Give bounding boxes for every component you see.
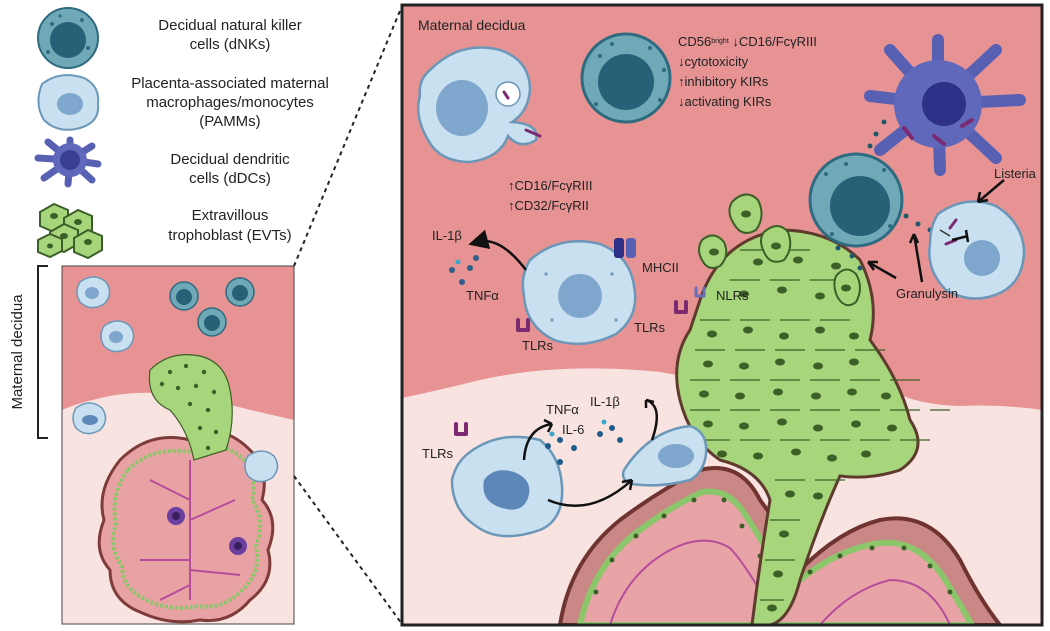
label-mhcii: MHCII <box>642 260 679 275</box>
label-tlrs-lower: TLRs <box>422 446 454 461</box>
legend-ddc-line1: Decidual dendritic <box>170 151 290 168</box>
arrows <box>468 179 1005 508</box>
pamm-legend-icon <box>37 74 100 131</box>
ddc-cell <box>864 34 1026 176</box>
legend-pamm-line3: (PAMMs) <box>199 113 260 130</box>
dnk-feature-cytotoxicity: ↓cytotoxicity <box>678 54 749 69</box>
dnk-cell-right <box>808 119 933 271</box>
legend-evt-line1: Extravillous <box>192 207 269 224</box>
evt-column-small <box>148 354 233 461</box>
panel-title: Maternal decidua <box>418 17 526 33</box>
label-il6: IL-6 <box>562 422 584 437</box>
dnk-feature-activating: ↓activating KIRs <box>678 94 772 109</box>
pamm-receptor-cd16: ↑CD16/FcγRIII <box>508 178 593 193</box>
label-il1b-upper: IL-1β <box>432 228 462 243</box>
dnk-legend-icon <box>37 7 99 69</box>
side-label: Maternal decidua <box>9 294 26 410</box>
overview-panel <box>61 265 295 625</box>
small-dnk-cells <box>169 277 255 337</box>
pamm-cell-phagocytic <box>417 46 542 164</box>
cytokine-dots <box>449 255 623 465</box>
dnk-feature-cd16: ↓CD16/FcγRIII <box>729 34 817 49</box>
svg-text:CD56bright ↓CD16/FcγRIII: CD56bright ↓CD16/FcγRIII <box>678 34 817 49</box>
dnk-cell-top <box>580 32 672 124</box>
legend-dnk-line2: cells (dNKs) <box>190 36 271 53</box>
dnk-feature-inhibitory: ↑inhibitory KIRs <box>678 74 769 89</box>
small-pamm-cells <box>72 276 279 483</box>
zoom-panel-border <box>400 3 1044 627</box>
label-il1b-lower: IL-1β <box>590 394 620 409</box>
pamm-cell-lower-left <box>450 435 564 538</box>
dnk-feature-list: CD56bright ↓CD16/FcγRIII ↓cytotoxicity ↑… <box>678 34 817 109</box>
legend-pamm-line2: macrophages/monocytes <box>146 94 314 111</box>
tlr-receptor-lower <box>454 422 468 436</box>
evt-legend-icon <box>37 202 103 260</box>
zoom-connectors <box>293 5 403 625</box>
legend-dnk-line1: Decidual natural killer <box>158 17 301 34</box>
pamm-receptor-cd32: ↑CD32/FcγRII <box>508 198 589 213</box>
ddc-legend-icon <box>34 136 102 188</box>
label-nlrs: NLRs <box>716 288 749 303</box>
pamm-cell-infected <box>928 200 1026 300</box>
label-tnfa-upper: TNFα <box>466 288 499 303</box>
label-tlrs-center: TLRs <box>522 338 554 353</box>
legend-evt-line2: trophoblast (EVTs) <box>168 227 291 244</box>
legend-ddc-line2: cells (dDCs) <box>189 170 271 187</box>
maternal-decidua-bracket: Maternal decidua <box>9 265 48 439</box>
zoom-panel: Maternal decidua CD56bright ↓CD16/FcγRII… <box>400 3 1044 627</box>
tlr-receptor-center <box>516 318 530 332</box>
label-tnfa-lower: TNFα <box>546 402 579 417</box>
receptors <box>454 300 688 436</box>
tlr-receptor-evt <box>674 300 688 314</box>
label-granulysin: Granulysin <box>896 286 958 301</box>
loose-evts <box>698 193 861 307</box>
label-tlrs-evt: TLRs <box>634 320 666 335</box>
label-listeria: Listeria <box>994 166 1037 181</box>
pamm-cell-center <box>521 240 637 346</box>
dnk-feature-cd56: CD56 <box>678 34 711 49</box>
dnk-feature-bright: bright <box>711 38 729 45</box>
nlr-receptor <box>694 286 706 298</box>
legend: Decidual natural killer cells (dNKs) Pla… <box>34 7 329 260</box>
evt-column <box>675 228 950 625</box>
mhcii-receptor <box>614 238 636 258</box>
legend-pamm-line1: Placenta-associated maternal <box>131 75 329 92</box>
